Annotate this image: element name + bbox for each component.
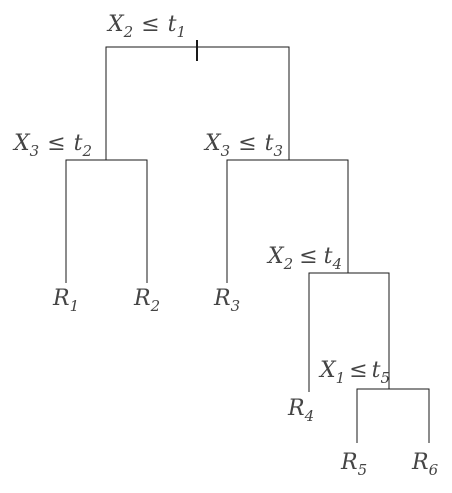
- split-node-3: X3≤t3: [203, 131, 349, 283]
- split-4-label: X2≤t4: [266, 244, 342, 273]
- split-2-branches: [65, 159, 148, 283]
- split-1-branches: [105, 46, 290, 160]
- leaf-r3: R3: [213, 286, 240, 315]
- split-3-branches: [226, 159, 349, 283]
- split-4-branches: [308, 272, 390, 392]
- leaf-r2: R2: [133, 286, 160, 315]
- leaf-r6: R6: [411, 450, 439, 479]
- split-3-label: X3≤t3: [203, 131, 283, 160]
- split-2-label: X3≤t2: [12, 131, 92, 160]
- leaf-r5: R5: [340, 450, 367, 479]
- split-node-4: X2≤t4: [266, 244, 390, 392]
- split-node-5: X1≤t5: [318, 358, 430, 443]
- split-node-2: X3≤t2: [12, 131, 148, 283]
- leaf-r1: R1: [52, 286, 79, 315]
- split-5-branches: [356, 388, 430, 443]
- split-1-label: X2≤t1: [106, 12, 186, 41]
- split-node-1: X2≤t1: [105, 12, 290, 160]
- leaf-r4: R4: [287, 396, 314, 425]
- split-5-label: X1≤t5: [318, 358, 390, 387]
